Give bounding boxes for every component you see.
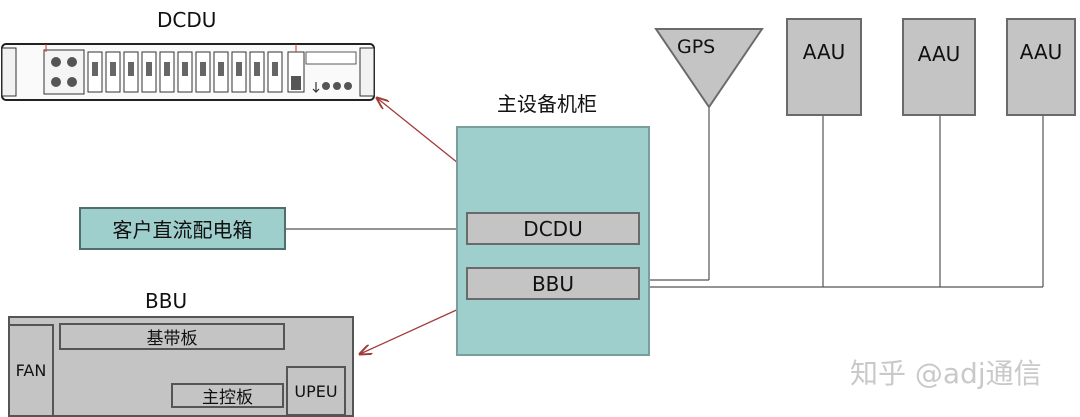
- bbu-baseband-board: 基带板: [59, 323, 285, 350]
- bbu-upeu-label: UPEU: [294, 381, 338, 401]
- cabinet-bbu-module: BBU: [466, 267, 640, 300]
- cabinet-title: 主设备机柜: [497, 92, 597, 116]
- bbu-main-control-board: 主控板: [171, 383, 284, 408]
- cabinet-bbu-label: BBU: [531, 271, 575, 296]
- aau-label-1: AAU: [802, 40, 846, 64]
- bbu-device-title: BBU: [145, 289, 188, 313]
- customer-box-label: 客户直流配电箱: [112, 218, 253, 242]
- cabinet-dcdu-module: DCDU: [466, 212, 640, 245]
- customer-dc-distribution-box: 客户直流配电箱: [79, 207, 286, 250]
- bbu-upeu-slot: UPEU: [286, 366, 346, 416]
- bbu-detail-arrow: [360, 301, 475, 354]
- aau-unit-1: AAU: [786, 18, 862, 116]
- aau-label-3: AAU: [1019, 40, 1063, 64]
- cabinet-dcdu-label: DCDU: [523, 216, 583, 241]
- watermark-text: 知乎 @adj通信: [850, 357, 1042, 390]
- dcdu-device-title: DCDU: [157, 8, 217, 32]
- aau-label-2: AAU: [917, 42, 961, 66]
- gps-label: GPS: [677, 36, 716, 58]
- aau-unit-2: AAU: [902, 18, 976, 116]
- bbu-fan-label: FAN: [15, 361, 47, 380]
- bbu-main-control-label: 主控板: [202, 388, 253, 408]
- aau-unit-3: AAU: [1006, 18, 1076, 116]
- bbu-baseband-label: 基带板: [146, 329, 198, 349]
- gps-antenna-triangle: [654, 28, 764, 109]
- bbu-fan-slot: FAN: [8, 324, 54, 417]
